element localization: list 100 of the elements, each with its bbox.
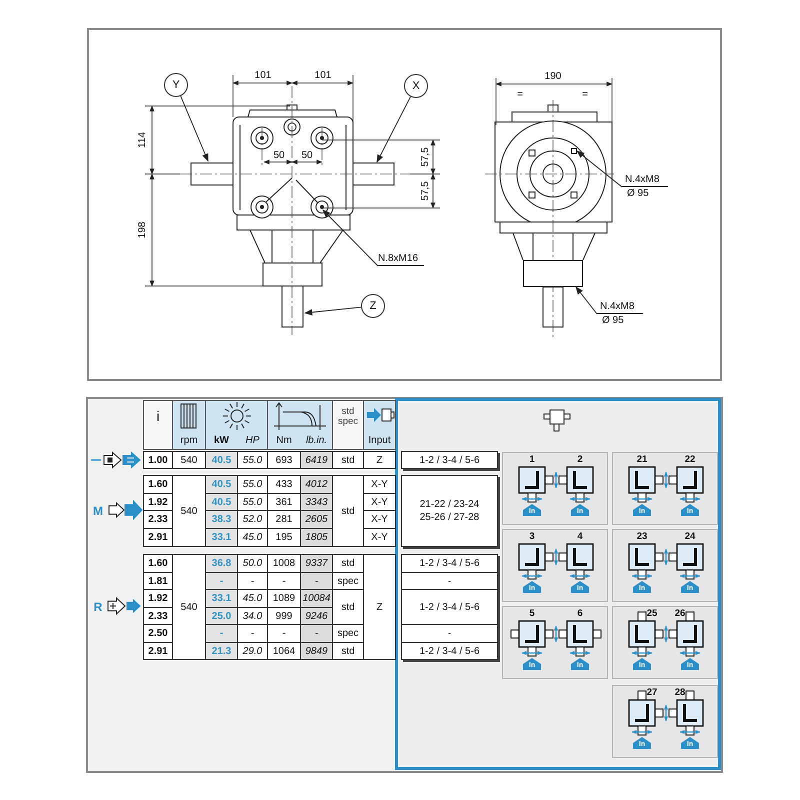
leader-line	[304, 306, 362, 316]
column-header: i	[155, 407, 161, 426]
leader-line	[576, 150, 622, 188]
table-cell: 433	[267, 475, 301, 494]
table-cell: std	[332, 475, 364, 547]
table-cell: 1.92	[143, 589, 173, 608]
mode-label: R	[92, 598, 104, 614]
table-cell: 281	[267, 510, 301, 529]
table-cell: 45.0	[237, 528, 268, 547]
thread-note: Ø 95	[626, 187, 650, 201]
table-cell: -	[237, 572, 268, 590]
table-cell: 999	[267, 607, 301, 625]
table-cell: Z	[363, 451, 396, 469]
table-cell: spec	[332, 572, 364, 590]
configuration-number: 24	[684, 531, 696, 543]
table-cell: 2.91	[143, 528, 173, 547]
table-cell: 1089	[267, 589, 301, 608]
configuration-number: 6	[576, 608, 584, 620]
table-cell: 540	[172, 451, 206, 469]
dimension-value: 57,5	[420, 180, 432, 203]
table-cell: 1805	[300, 528, 333, 547]
table-cell: 40.5	[205, 475, 238, 494]
table-cell: 540	[172, 554, 206, 660]
leader-line	[322, 209, 378, 266]
configuration-number: 27	[646, 687, 658, 699]
table-cell: std	[332, 554, 364, 573]
thread-note: Ø 95	[601, 314, 625, 328]
table-cell: X-Y	[363, 510, 396, 529]
configuration-number: 5	[528, 608, 536, 620]
column-header: Nm	[275, 434, 293, 448]
thread-note: N.4xM8	[622, 173, 668, 187]
table-cell: 55.0	[237, 475, 268, 494]
table-cell: std	[332, 589, 364, 625]
callout-letter: Z	[370, 300, 376, 312]
dimension-value: 101	[254, 70, 272, 82]
table-cell: 21-22 / 23-24 25-26 / 27-28	[401, 475, 498, 547]
table-cell: 33.1	[205, 528, 238, 547]
table-cell: 40.5	[205, 451, 238, 469]
table-cell: 361	[267, 493, 301, 511]
table-cell: 25.0	[205, 607, 238, 625]
table-cell: 55.0	[237, 451, 268, 469]
table-cell: 40.5	[205, 493, 238, 511]
table-cell: -	[401, 624, 498, 643]
table-cell: 3343	[300, 493, 333, 511]
table-cell: 33.1	[205, 589, 238, 608]
housing-block	[523, 260, 583, 287]
equal-sign: =	[581, 89, 589, 101]
table-cell: 540	[172, 475, 206, 547]
dimension-value: 50	[272, 150, 286, 162]
table-cell: 1.60	[143, 475, 173, 494]
table-cell: -	[267, 624, 301, 643]
table-cell: 9849	[300, 642, 333, 660]
table-cell: 1-2 / 3-4 / 5-6	[401, 642, 498, 660]
table-cell: -	[267, 572, 301, 590]
thread-note: N.4xM8	[597, 300, 643, 314]
table-cell: 1008	[267, 554, 301, 573]
leader-line	[576, 286, 598, 314]
dimension-value: 190	[544, 71, 562, 83]
table-cell: 50.0	[237, 554, 268, 573]
table-cell: 9337	[300, 554, 333, 573]
column-header: HP	[244, 434, 260, 448]
table-cell: 10084	[300, 589, 333, 608]
equal-sign: =	[516, 89, 524, 101]
dimension-value: 101	[314, 70, 332, 82]
column-header: rpm	[179, 434, 199, 448]
table-cell: -	[205, 572, 238, 590]
table-cell: -	[401, 572, 498, 590]
mode-label: M	[92, 502, 104, 518]
configuration-number: 2	[576, 454, 584, 466]
table-cell: 2.91	[143, 642, 173, 660]
table-cell: spec	[332, 624, 364, 643]
table-cell: 6419	[300, 451, 333, 469]
table-cell: 195	[267, 528, 301, 547]
configuration-number: 26	[674, 608, 686, 620]
table-cell: 29.0	[237, 642, 268, 660]
configuration-number: 23	[636, 531, 648, 543]
configuration-number: 22	[684, 454, 696, 466]
table-cell: 45.0	[237, 589, 268, 608]
table-cell: 34.0	[237, 607, 268, 625]
configuration-number: 21	[636, 454, 648, 466]
table-cell: X-Y	[363, 493, 396, 511]
table-cell: 1.81	[143, 572, 173, 590]
dimension-value: 57,5	[420, 146, 432, 169]
table-cell: 2.33	[143, 607, 173, 625]
callout-letter: Y	[172, 79, 180, 91]
table-cell: 1-2 / 3-4 / 5-6	[401, 554, 498, 573]
callout-letter: X	[412, 80, 420, 92]
table-cell: X-Y	[363, 528, 396, 547]
table-cell: 4012	[300, 475, 333, 494]
bolt-hole	[571, 148, 577, 154]
table-cell: 1-2 / 3-4 / 5-6	[401, 589, 498, 625]
column-header: std spec	[336, 405, 360, 429]
table-cell: std	[332, 451, 364, 469]
dimension-value: 50	[300, 150, 314, 162]
table-cell: -	[237, 624, 268, 643]
configuration-number: 28	[674, 687, 686, 699]
column-header: kW	[213, 434, 230, 448]
table-cell: -	[205, 624, 238, 643]
table-cell: 52.0	[237, 510, 268, 529]
table-cell: 36.8	[205, 554, 238, 573]
